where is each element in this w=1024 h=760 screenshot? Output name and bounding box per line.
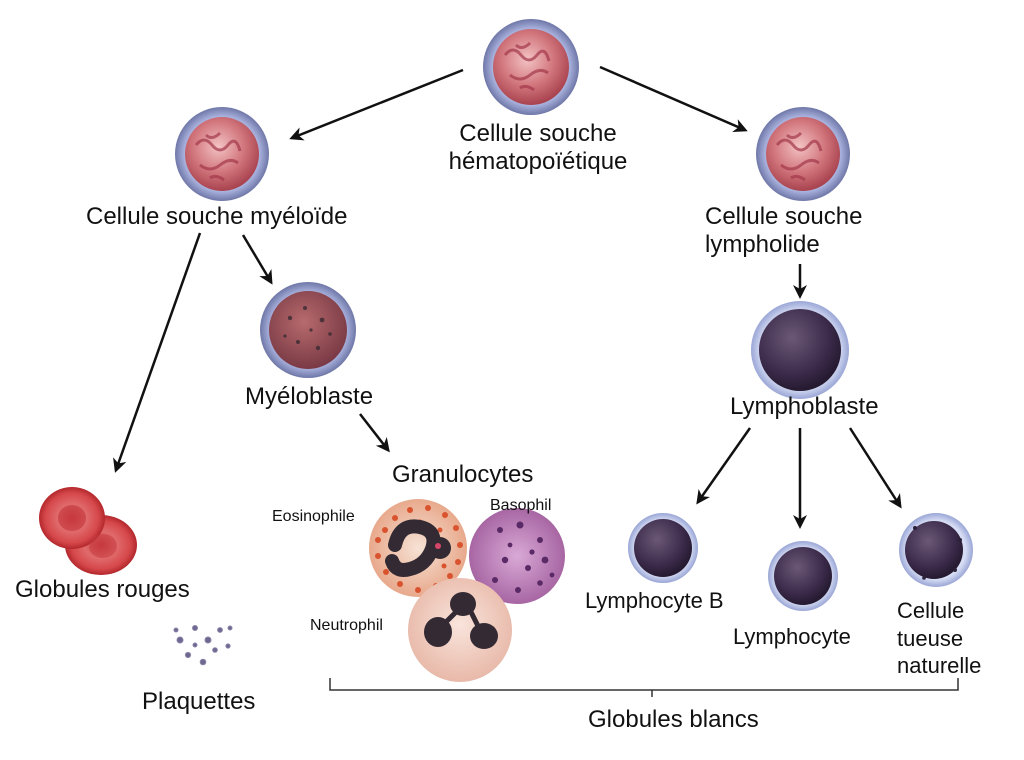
nk-label-line2: tueuse (897, 625, 964, 651)
granulocytes-label: Granulocytes (392, 461, 534, 488)
lymphocyte-b-cell (628, 513, 698, 583)
basophil-cell (469, 508, 565, 604)
lymphoid-stem-label-line1: Cellule souche (705, 203, 863, 230)
lymphocyte-cell (768, 541, 838, 611)
myeloid-stem-cell (175, 107, 269, 201)
eosinophil-label: Eosinophile (272, 508, 355, 525)
hsc-label-line2: hématopoïétique (448, 148, 628, 176)
arrow-lymphoblast-to-lymphocyte-b (696, 427, 752, 505)
arrow-hsc-to-myeloid (289, 68, 464, 141)
lymphocyte-label: Lymphocyte (733, 624, 851, 649)
platelets (173, 625, 233, 666)
lymphoid-stem-cell (756, 107, 850, 201)
neutrophil-label: Neutrophil (310, 617, 383, 634)
neutrophil-cell (408, 578, 512, 682)
myeloblast-label: Myéloblaste (245, 383, 374, 410)
arrow-myeloid-to-myeloblast (241, 234, 273, 285)
arrow-hsc-to-lymphoid (599, 65, 748, 133)
myeloid-stem-label: Cellule souche myéloïde (86, 203, 348, 230)
lymphoid-stem-label-line2: lympholide (705, 231, 820, 259)
red-blood-cells (39, 487, 137, 575)
white-cells-bracket (329, 678, 959, 697)
nk-label: Cellule tueuse naturelle (897, 597, 981, 680)
hematopoietic-stem-cell (483, 19, 579, 115)
lymphoblast-cell (751, 301, 849, 399)
red-cells-label: Globules rouges (15, 576, 190, 603)
myeloblast-cell (260, 282, 356, 378)
arrow-myeloblast-to-granulocytes (359, 413, 390, 453)
nk-label-line3: naturelle (897, 653, 982, 678)
basophil-label: Basophil (490, 497, 552, 514)
arrow-lymphoblast-to-nk (848, 427, 902, 509)
lymphoblast-label: Lymphoblaste (730, 393, 879, 420)
nk-label-line1: Cellule (897, 598, 965, 623)
arrows (113, 65, 902, 529)
natural-killer-cell (899, 513, 973, 587)
lymphoid-stem-label: Cellule souche lympholide (705, 203, 862, 260)
lymphocyte-b-label: Lymphocyte B (585, 588, 724, 613)
eosinophil-cell (369, 499, 467, 597)
hsc-label: Cellule souche hématopoïétique (433, 120, 643, 177)
hsc-label-line1: Cellule souche (459, 120, 617, 147)
arrow-myeloid-to-red-cells (113, 232, 202, 473)
platelets-label: Plaquettes (142, 688, 256, 715)
white-cells-label: Globules blancs (588, 706, 759, 733)
